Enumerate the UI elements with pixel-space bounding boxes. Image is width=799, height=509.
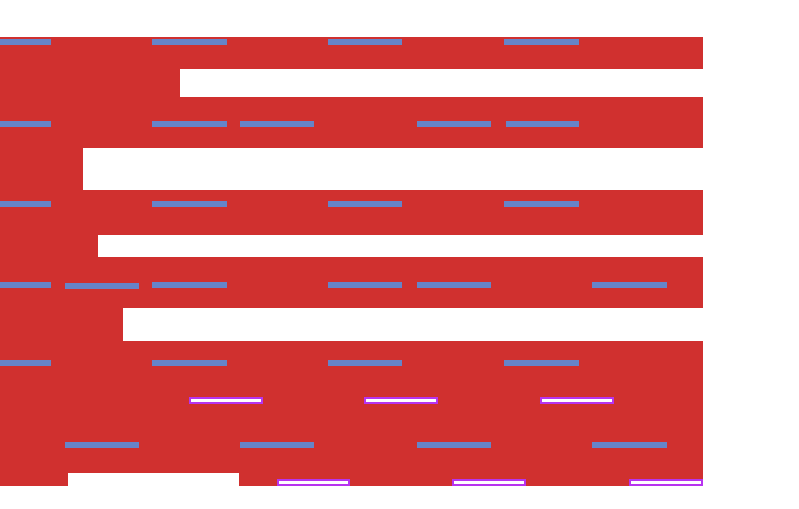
- link-underline-bar[interactable]: [417, 282, 491, 288]
- link-underline-bar[interactable]: [592, 442, 667, 448]
- link-underline-bar[interactable]: [65, 283, 139, 289]
- link-underline-bar[interactable]: [65, 442, 139, 448]
- link-underline-bar[interactable]: [417, 442, 491, 448]
- link-underline-bar[interactable]: [328, 360, 402, 366]
- link-underline-bar[interactable]: [328, 282, 402, 288]
- input-field-bar[interactable]: [364, 397, 438, 404]
- link-underline-bar[interactable]: [328, 201, 402, 207]
- input-field-bar[interactable]: [629, 479, 703, 486]
- paragraph-gap: [68, 473, 239, 486]
- link-underline-bar[interactable]: [328, 39, 402, 45]
- link-underline-bar[interactable]: [240, 442, 314, 448]
- link-underline-bar[interactable]: [504, 360, 579, 366]
- link-underline-bar[interactable]: [240, 121, 314, 127]
- input-field-bar[interactable]: [277, 479, 350, 486]
- link-underline-bar[interactable]: [592, 282, 667, 288]
- link-underline-bar[interactable]: [152, 360, 227, 366]
- paragraph-gap: [98, 235, 703, 257]
- link-underline-bar[interactable]: [152, 282, 227, 288]
- input-field-bar[interactable]: [452, 479, 526, 486]
- link-underline-bar[interactable]: [504, 201, 579, 207]
- link-underline-bar[interactable]: [504, 39, 579, 45]
- paragraph-gap: [180, 69, 703, 97]
- link-underline-bar[interactable]: [152, 121, 227, 127]
- paragraph-gap: [123, 308, 703, 341]
- link-underline-bar[interactable]: [506, 121, 579, 127]
- input-field-bar[interactable]: [540, 397, 614, 404]
- link-underline-bar[interactable]: [0, 282, 51, 288]
- redacted-text-block: [0, 37, 703, 486]
- link-underline-bar[interactable]: [0, 360, 51, 366]
- link-underline-bar[interactable]: [0, 201, 51, 207]
- link-underline-bar[interactable]: [0, 121, 51, 127]
- link-underline-bar[interactable]: [152, 201, 227, 207]
- input-field-bar[interactable]: [189, 397, 263, 404]
- link-underline-bar[interactable]: [152, 39, 227, 45]
- link-underline-bar[interactable]: [417, 121, 491, 127]
- link-underline-bar[interactable]: [0, 39, 51, 45]
- paragraph-gap: [83, 148, 703, 190]
